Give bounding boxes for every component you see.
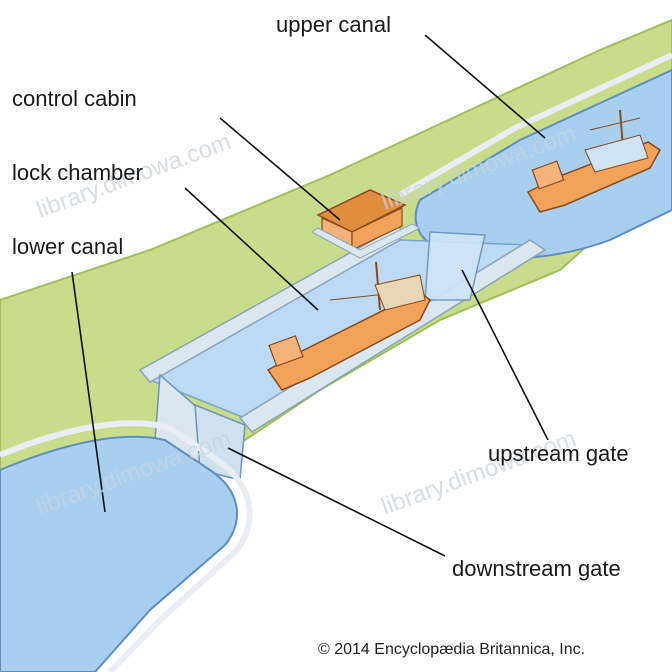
- leader-downstream-gate: [227, 447, 446, 557]
- watermark-4: library.dimowa.com: [378, 425, 580, 520]
- boat-in-upper-canal: [526, 109, 661, 213]
- leader-lower-canal: [71, 271, 106, 513]
- label-lower-canal: lower canal: [12, 234, 124, 259]
- upper-canal-wall: [398, 52, 672, 198]
- copyright-credit: © 2014 Encyclopædia Britannica, Inc.: [318, 641, 586, 658]
- lock-chamber-left-wall: [138, 223, 401, 383]
- control-cabin-building: [311, 189, 422, 259]
- leader-upper-canal: [424, 34, 546, 139]
- leader-control-cabin: [219, 117, 341, 221]
- upstream-gate-shape: [424, 231, 486, 301]
- leader-lines: [71, 34, 549, 557]
- label-upper-canal: upper canal: [276, 12, 391, 37]
- lower-canal-water: [0, 435, 238, 672]
- label-upstream-gate: upstream gate: [488, 441, 629, 466]
- label-downstream-gate: downstream gate: [452, 556, 621, 581]
- lower-canal-wall: [0, 420, 253, 672]
- boat-in-lock: [266, 261, 431, 391]
- leader-upstream-gate: [461, 269, 549, 441]
- label-control-cabin: control cabin: [12, 86, 137, 111]
- label-lock-chamber: lock chamber: [12, 160, 143, 185]
- leader-lock-chamber: [184, 187, 319, 311]
